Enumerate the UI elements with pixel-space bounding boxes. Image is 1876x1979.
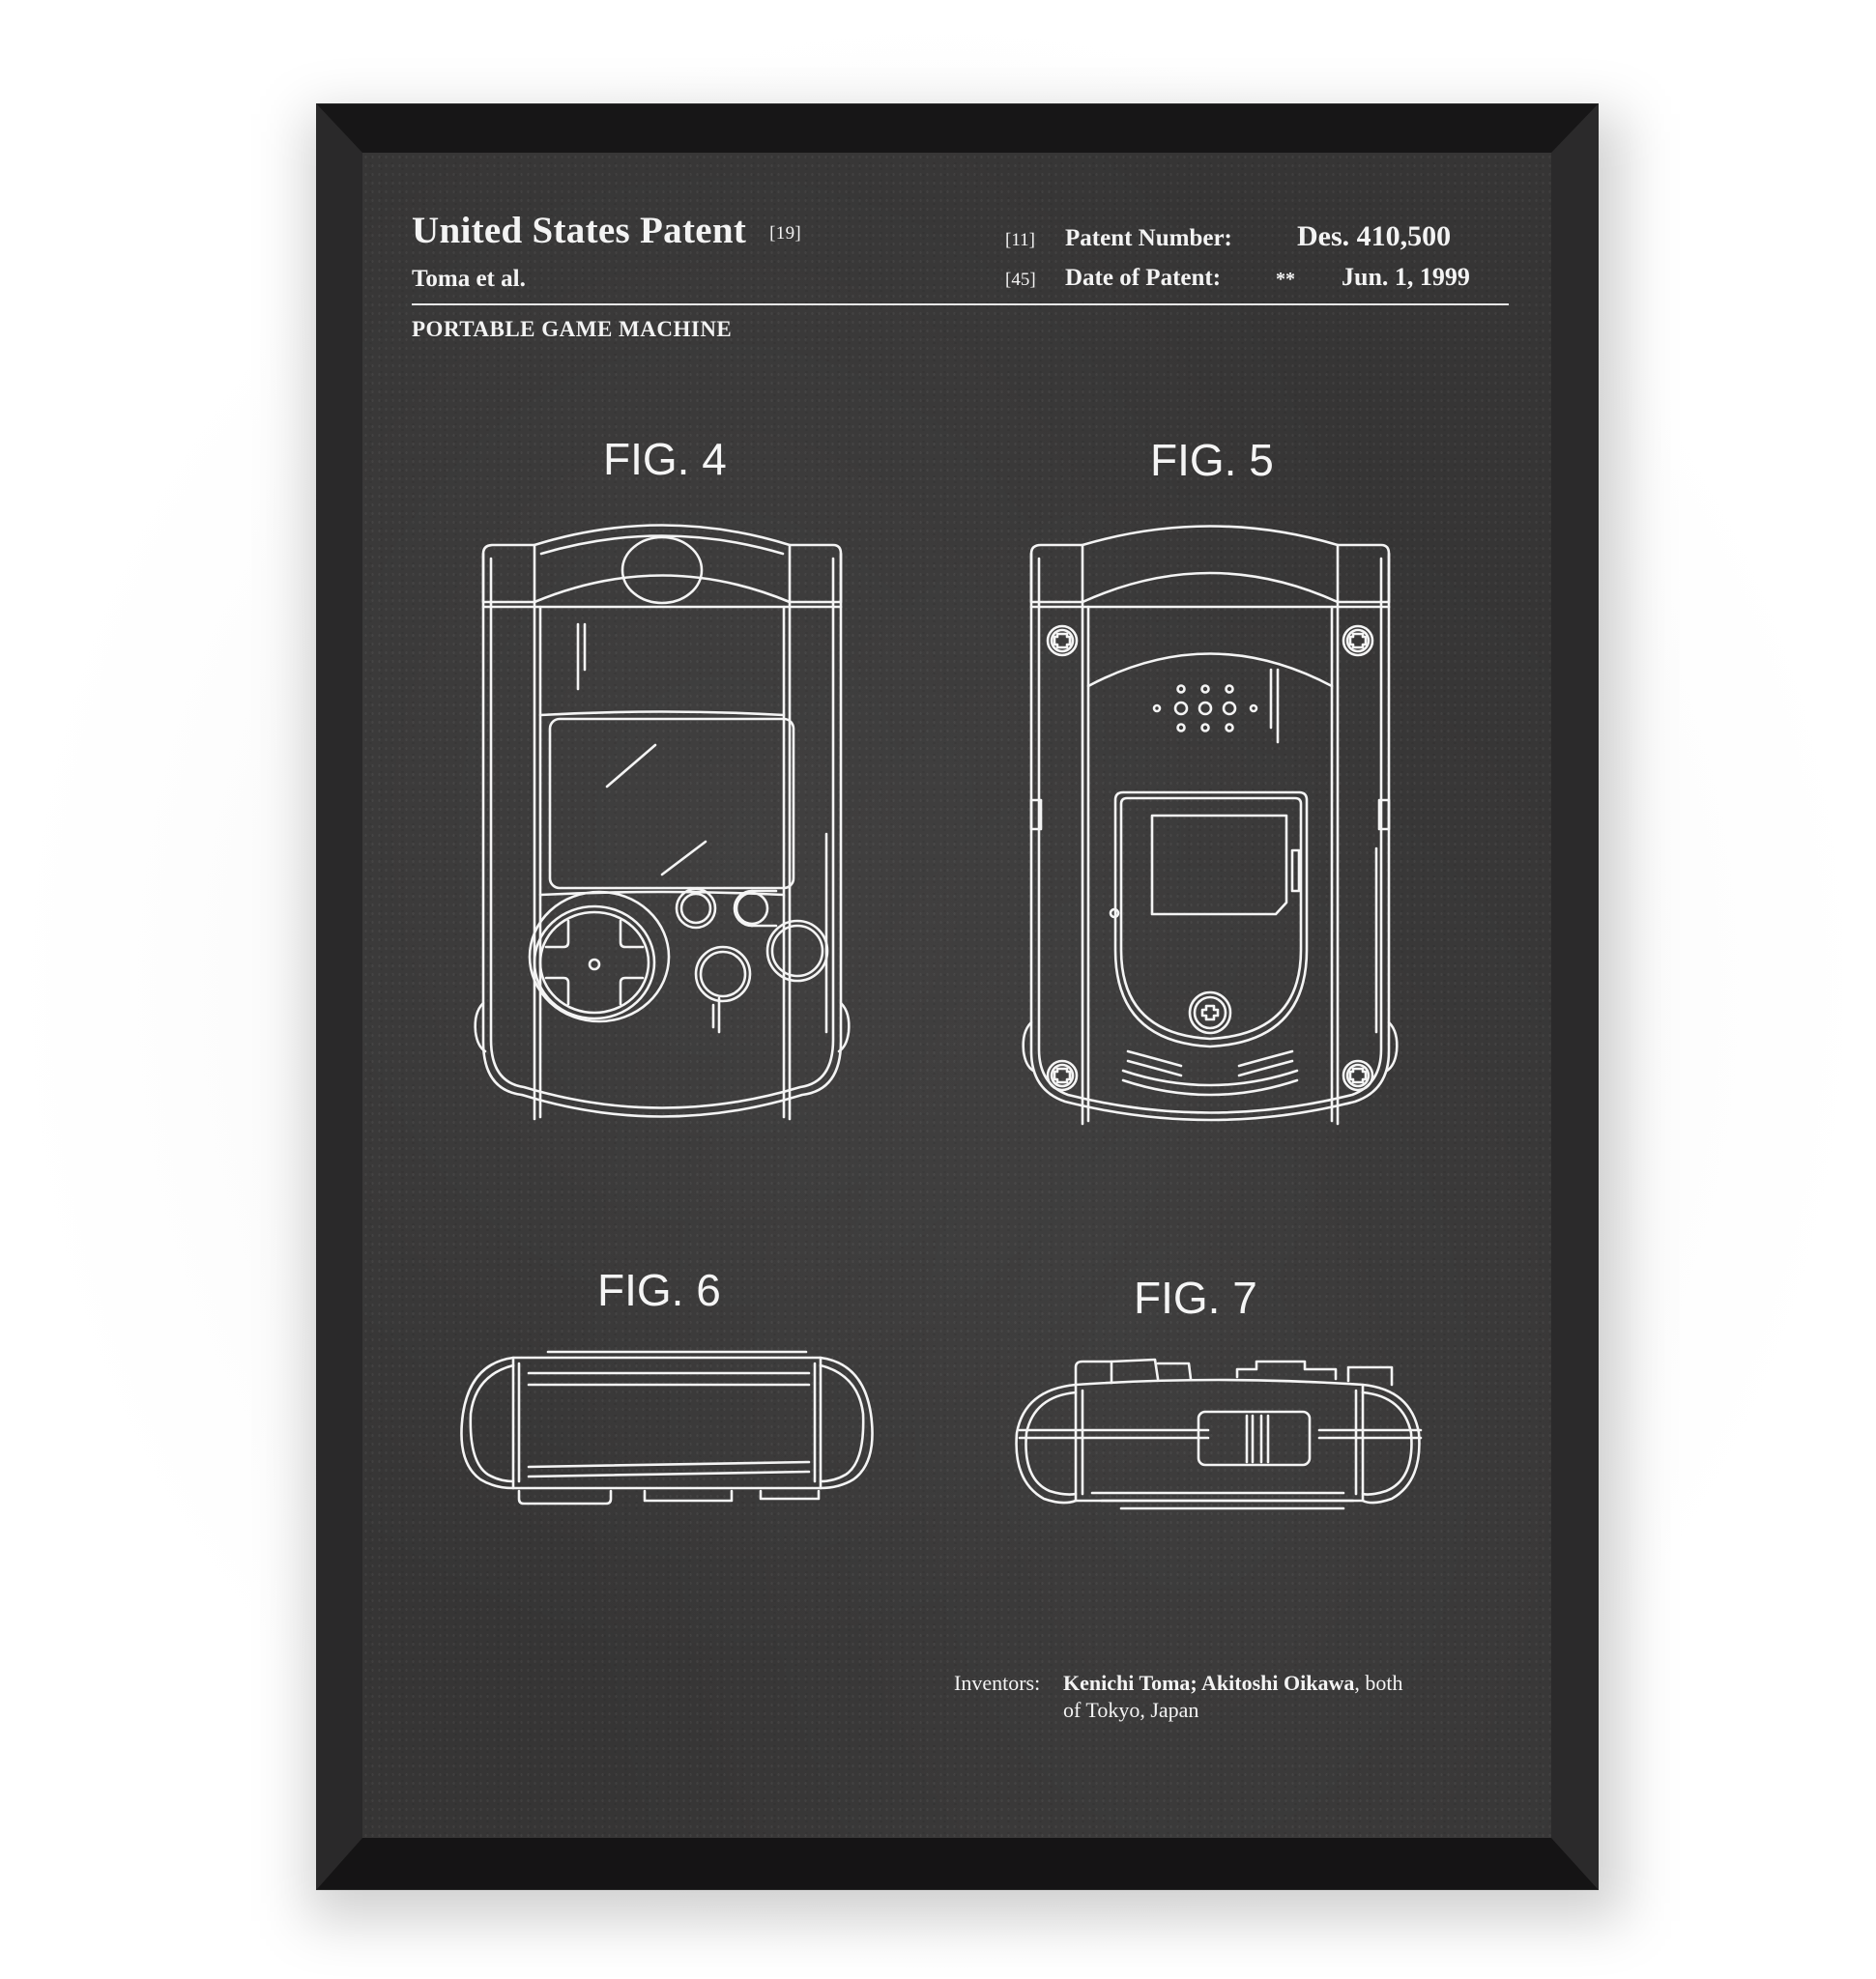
inventor-names: Kenichi Toma; Akitoshi Oikawa xyxy=(1063,1671,1355,1695)
fig-6-label: FIG. 6 xyxy=(597,1265,721,1315)
frame-bevel-bottom xyxy=(317,1838,1598,1889)
office-name: United States Patent xyxy=(412,210,747,251)
date-code: [45] xyxy=(1005,270,1036,290)
number-code: [11] xyxy=(1005,230,1035,250)
patent-date-row: [45] Date of Patent: ** Jun. 1, 1999 xyxy=(1005,263,1508,292)
chalk-texture xyxy=(362,153,1551,1838)
frame-bevel-left xyxy=(317,104,362,1889)
patent-poster: United States Patent [19] Toma et al. [11… xyxy=(362,153,1551,1838)
frame-bevel-top xyxy=(317,104,1598,153)
office-code: [19] xyxy=(769,223,801,244)
patent-title: PORTABLE GAME MACHINE xyxy=(412,317,733,341)
fig-6-top-view-drawing xyxy=(451,1346,896,1510)
patent-author: Toma et al. xyxy=(412,266,526,292)
fig-4-label: FIG. 4 xyxy=(603,434,727,484)
patent-office-title: United States Patent [19] xyxy=(412,209,801,252)
inventors-block: Inventors: Kenichi Toma; Akitoshi Oikawa,… xyxy=(954,1670,1402,1724)
fig-5-label: FIG. 5 xyxy=(1150,435,1274,485)
date-marker: ** xyxy=(1276,269,1295,290)
patent-number: Des. 410,500 xyxy=(1297,220,1452,252)
fig-5-back-view-drawing xyxy=(1012,510,1408,1148)
patent-date: Jun. 1, 1999 xyxy=(1342,263,1470,291)
inventors-label: Inventors: xyxy=(954,1671,1041,1695)
inventors-location: of Tokyo, Japan xyxy=(1063,1698,1199,1722)
fig-7-bottom-view-drawing xyxy=(986,1356,1430,1520)
screw-top-left xyxy=(1046,624,1079,657)
inventors-line-1: Inventors: Kenichi Toma; Akitoshi Oikawa,… xyxy=(954,1670,1402,1697)
fig-7-label: FIG. 7 xyxy=(1134,1273,1257,1323)
fig-4-front-view-drawing xyxy=(464,510,860,1148)
date-label: Date of Patent: xyxy=(1065,265,1222,291)
patent-number-row: [11] Patent Number: Des. 410,500 xyxy=(1005,220,1508,253)
header-divider xyxy=(412,303,1509,305)
picture-frame: United States Patent [19] Toma et al. [11… xyxy=(317,104,1598,1889)
inventors-suffix: , both xyxy=(1354,1671,1403,1695)
number-label: Patent Number: xyxy=(1065,225,1232,251)
frame-bevel-right xyxy=(1551,104,1598,1889)
